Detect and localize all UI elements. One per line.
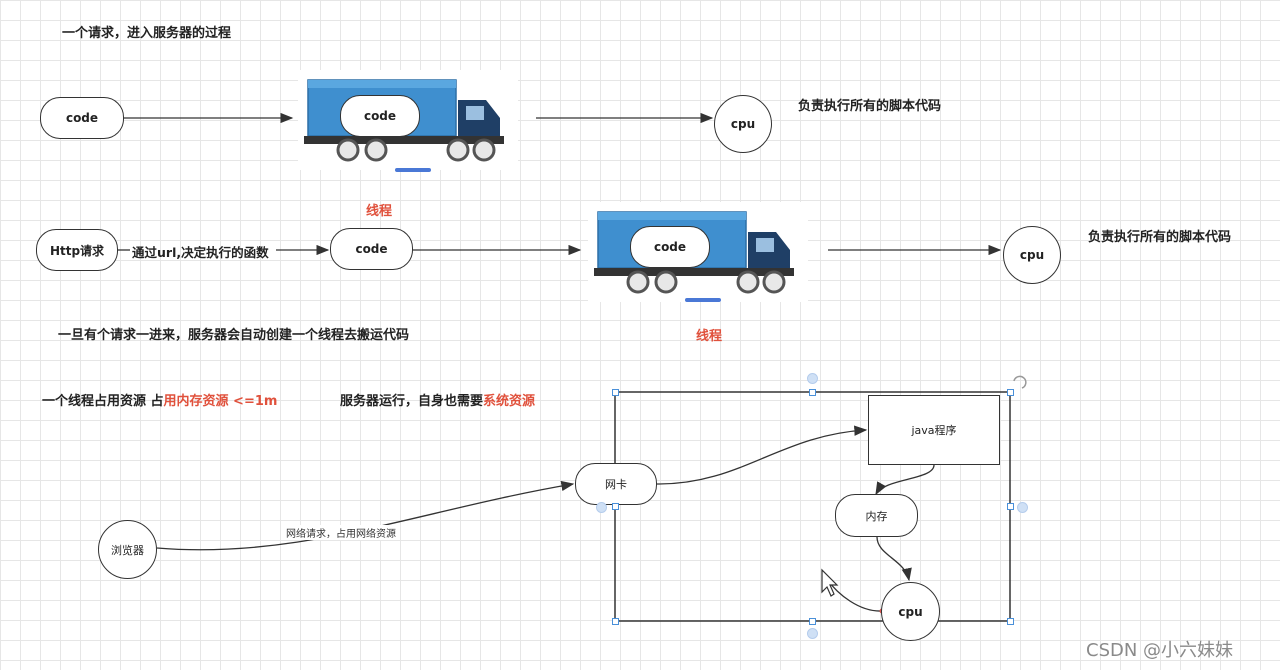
resize-handle-n[interactable]: [809, 389, 816, 396]
note-server-resource-prefix: 服务器运行，自身也需要: [340, 394, 484, 409]
resize-handle-ne[interactable]: [1007, 389, 1014, 396]
mouse-cursor-icon: [821, 568, 839, 597]
arrow-nic-to-java: [656, 425, 868, 485]
nic-node[interactable]: 网卡: [575, 463, 657, 505]
http-request-node[interactable]: Http请求: [36, 229, 118, 271]
cpu-node-text: cpu: [1019, 248, 1045, 262]
memory-node-text: 内存: [865, 509, 888, 523]
resize-handle-e[interactable]: [1007, 503, 1014, 510]
rotate-handle-icon: [1013, 375, 1027, 389]
cpu-description-2: 负责执行所有的脚本代码: [1088, 230, 1232, 245]
code-node-1[interactable]: code: [40, 97, 124, 139]
arrow-memory-to-cpu: [876, 536, 912, 582]
truck-base-marker: [395, 168, 431, 172]
connection-point-bottom[interactable]: [807, 628, 818, 639]
note-thread-resource-prefix: 一个线程占用资源 占: [42, 394, 164, 409]
edge-label-url: 通过url,决定执行的函数: [132, 245, 269, 260]
resize-handle-w[interactable]: [612, 503, 619, 510]
memory-node[interactable]: 内存: [835, 494, 918, 537]
network-edge-label: 网络请求，占用网络资源: [286, 525, 396, 540]
thread-label-2: 线程: [696, 329, 723, 344]
truck-cargo-text: code: [653, 240, 687, 254]
cpu-node-1[interactable]: cpu: [714, 95, 772, 153]
watermark: CSDN @小六妹妹: [1086, 640, 1234, 661]
truck-cargo-text: code: [363, 109, 397, 123]
cpu-description-1: 负责执行所有的脚本代码: [798, 99, 942, 114]
resize-handle-se[interactable]: [1007, 618, 1014, 625]
page-title: 一个请求，进入服务器的过程: [62, 26, 232, 41]
browser-node[interactable]: 浏览器: [98, 520, 157, 579]
arrow-java-to-memory: [875, 464, 935, 496]
cpu-node-3[interactable]: cpu: [881, 582, 940, 641]
http-node-text: Http请求: [49, 243, 105, 258]
note-server-resource: 服务器运行，自身也需要系统资源: [340, 390, 535, 409]
resize-handle-s[interactable]: [809, 618, 816, 625]
code-node-2[interactable]: code: [330, 228, 413, 270]
resize-handle-nw[interactable]: [612, 389, 619, 396]
java-program-node[interactable]: java程序: [868, 395, 1000, 465]
note-memory-highlight: 用内存资源 <=1m: [163, 394, 278, 409]
note-system-highlight: 系统资源: [483, 394, 536, 409]
truck-base-marker: [685, 298, 721, 302]
connection-point-top[interactable]: [807, 373, 818, 384]
thread-label-1: 线程: [366, 204, 393, 219]
java-node-text: java程序: [911, 424, 957, 437]
code-node-text: code: [355, 242, 388, 256]
connection-point-left[interactable]: [596, 502, 607, 513]
browser-node-text: 浏览器: [111, 543, 144, 557]
nic-node-text: 网卡: [605, 478, 627, 491]
note-thread-resource: 一个线程占用资源 占用内存资源 <=1m: [42, 390, 277, 409]
note-thread-creation: 一旦有个请求一进来，服务器会自动创建一个线程去搬运代码: [58, 328, 410, 343]
truck-cargo-label-1[interactable]: code: [340, 95, 420, 137]
truck-cargo-label-2[interactable]: code: [630, 226, 710, 268]
cpu-node-text: cpu: [898, 604, 923, 619]
cpu-node-text: cpu: [730, 117, 756, 131]
connection-point-right[interactable]: [1017, 502, 1028, 513]
code-node-text: code: [65, 111, 99, 125]
cpu-node-2[interactable]: cpu: [1003, 226, 1061, 284]
resize-handle-sw[interactable]: [612, 618, 619, 625]
